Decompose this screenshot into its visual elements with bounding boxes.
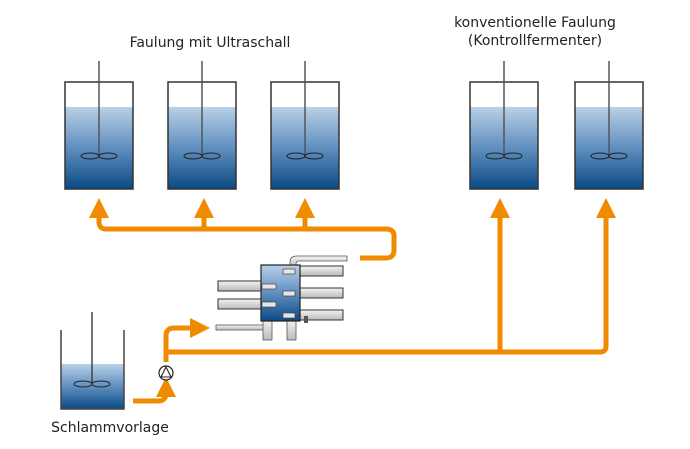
impeller-blade — [503, 152, 523, 160]
impeller-blade — [608, 152, 628, 160]
flow-to-ultrasound-unit — [163, 318, 210, 352]
ultrasound-group-title: Faulung mit Ultraschall — [129, 35, 291, 51]
conventional-title-line1: konventionelle Faulung — [454, 15, 616, 31]
flow-unit-return — [89, 198, 397, 261]
flow-main-line — [166, 198, 616, 355]
control-reactor-2 — [574, 61, 644, 190]
feed-tank-label: Schlammvorlage — [51, 420, 169, 436]
flow-feed-to-pump — [133, 377, 176, 404]
flow-lines — [89, 198, 616, 404]
impeller-blade — [98, 152, 118, 160]
pump-icon — [158, 365, 174, 381]
ultrasound-reactor-icon — [215, 255, 348, 341]
impeller-blade — [304, 152, 324, 160]
ultrasound-reactor-1 — [64, 61, 134, 190]
ultrasound-reactor-2 — [167, 61, 237, 190]
feed-tank — [60, 312, 125, 410]
ultrasound-reactor-3 — [270, 61, 340, 190]
conventional-title-line2: (Kontrollfermenter) — [467, 33, 603, 49]
conventional-group-title: konventionelle Faulung (Kontrollfermente… — [430, 14, 640, 50]
control-reactor-1 — [469, 61, 539, 190]
impeller-blade — [201, 152, 221, 160]
